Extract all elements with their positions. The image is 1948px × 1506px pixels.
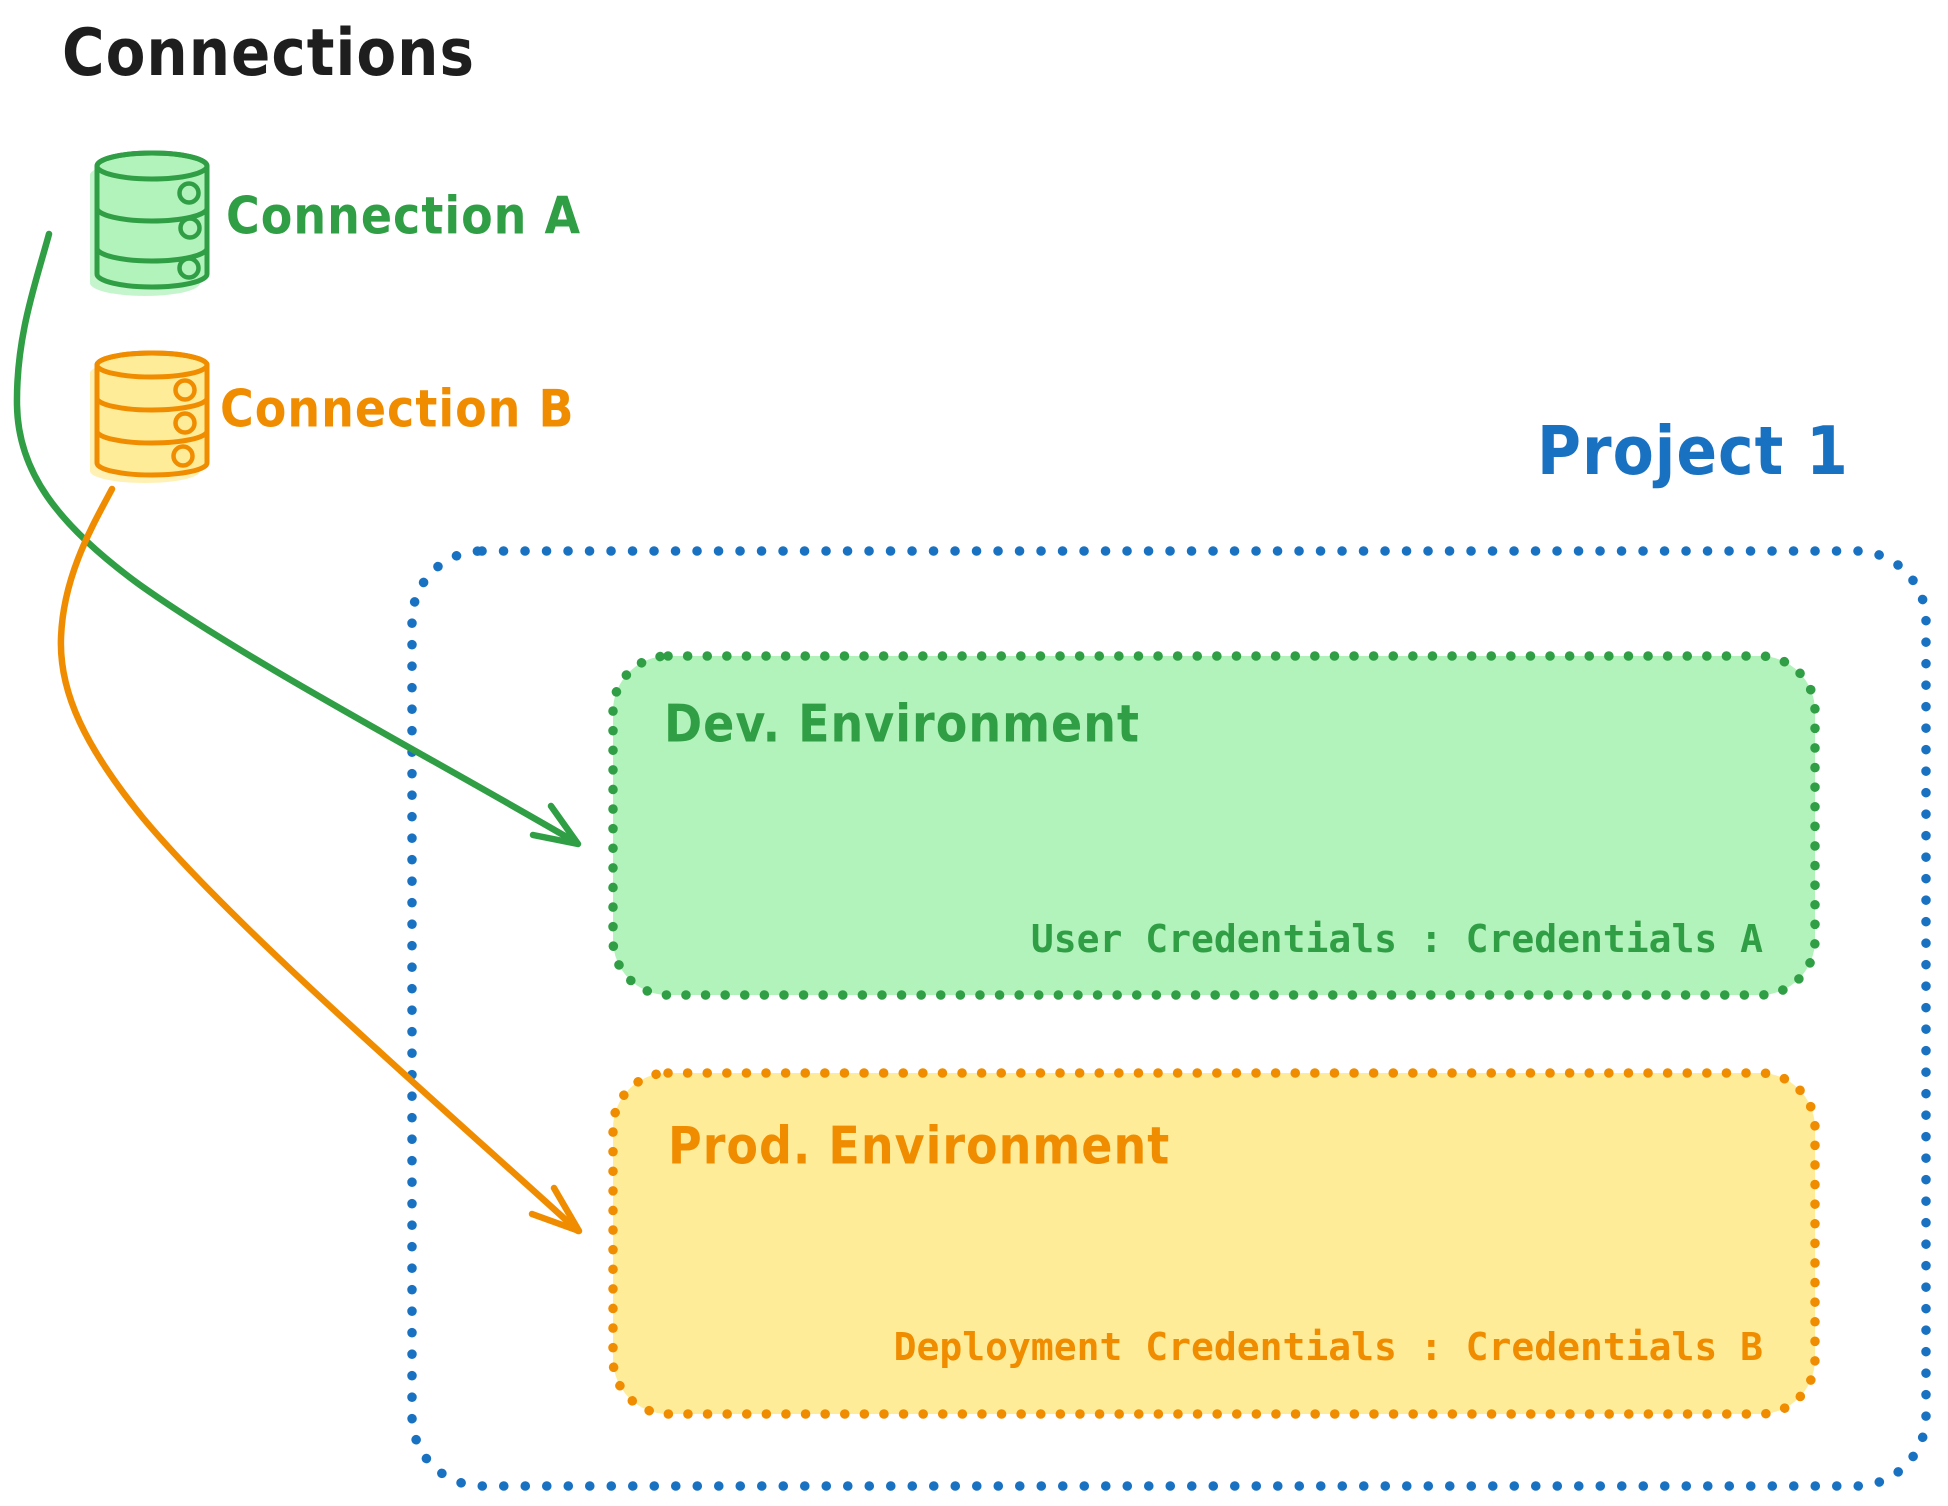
- dev-environment-title: Dev. Environment: [664, 693, 1140, 754]
- connection-b-label: Connection B: [220, 378, 575, 439]
- database-a-icon: [90, 150, 210, 296]
- connection-a-arrow: [13, 230, 582, 848]
- connection-b-arrowhead-icon: [528, 1184, 583, 1235]
- connection-b-arrow-line: [57, 485, 582, 1235]
- prod-environment-title: Prod. Environment: [668, 1115, 1171, 1176]
- dev-environment-credentials: User Credentials : Credentials A: [1030, 917, 1763, 961]
- prod-environment-credentials: Deployment Credentials : Credentials B: [893, 1325, 1763, 1369]
- connection-b-arrow: [57, 485, 583, 1235]
- connection-a-label: Connection A: [226, 185, 582, 246]
- dev-environment-box: [608, 651, 1820, 1000]
- project-box: [407, 546, 1931, 1491]
- connections-title: Connections: [62, 14, 475, 91]
- database-b-icon: [90, 350, 210, 483]
- project-1-label: Project 1: [1537, 412, 1849, 491]
- connection-a-arrowhead-icon: [529, 802, 582, 848]
- prod-environment-box: [608, 1068, 1820, 1419]
- connection-a-arrow-line: [13, 230, 581, 847]
